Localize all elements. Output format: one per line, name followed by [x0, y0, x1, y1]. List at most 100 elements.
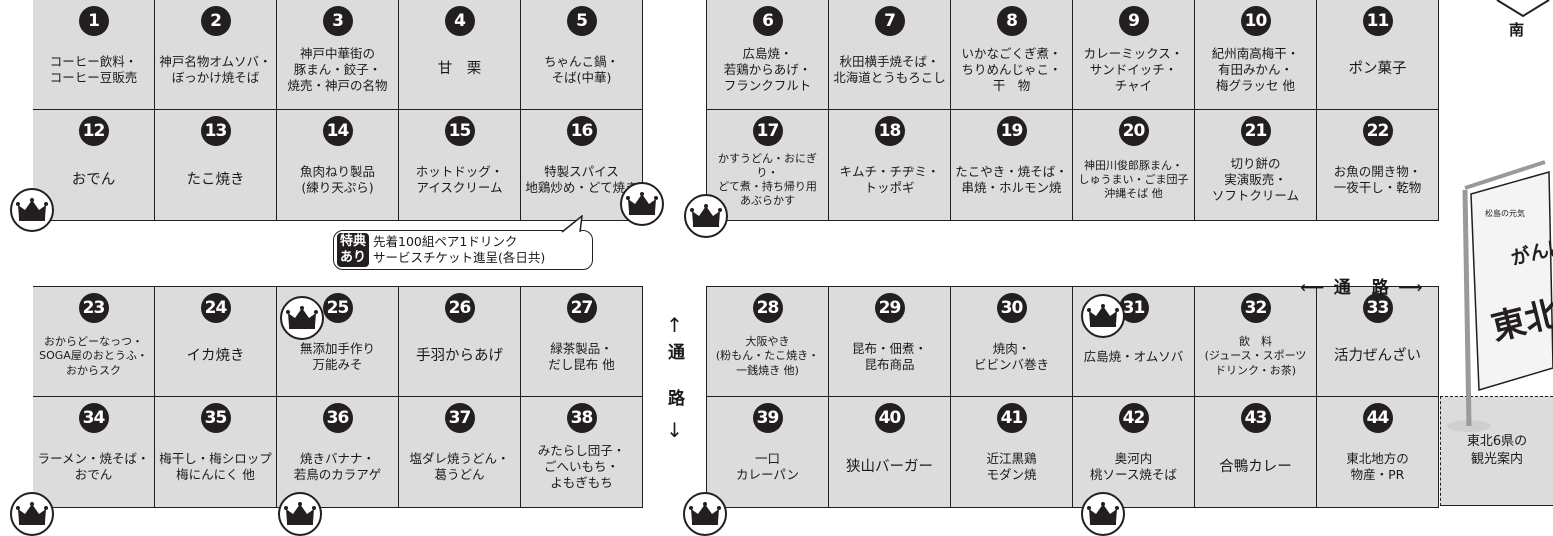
crown-icon	[280, 296, 324, 340]
booth-number-badge: 23	[78, 293, 109, 323]
booth-number-badge: 42	[1118, 403, 1149, 433]
booth-label: 大阪やき (粉もん・たこ焼き・ 一銭焼き 他)	[715, 335, 820, 377]
booth-number-badge: 36	[322, 403, 353, 433]
aisle-vertical-label: 通 路	[664, 343, 684, 412]
booth-number-badge: 18	[874, 116, 905, 146]
booth-label: ラーメン・焼そば・ おでん	[37, 451, 150, 482]
tourism-info-booth: 東北6県の 観光案内	[1440, 396, 1553, 506]
booth-number-badge: 14	[322, 116, 353, 146]
booth-number-badge: 17	[752, 116, 783, 146]
booth-number-badge: 32	[1240, 293, 1271, 323]
booth-label: たこやき・焼そば・ 串焼・ホルモン焼	[955, 164, 1068, 195]
booth-number-badge: 34	[78, 403, 109, 433]
booth-label: 魚肉ねり製品 (練り天ぷら)	[299, 164, 375, 195]
south-arrow-icon	[1496, 0, 1550, 18]
aisle-horizontal: ⟵ 通 路 ⟶	[1300, 278, 1425, 298]
booth-number-badge: 41	[996, 403, 1027, 433]
crown-icon	[1081, 294, 1125, 338]
booth-20: 20 神田川俊郎豚まん・ しゅうまい・ごま団子 沖縄そば 他	[1073, 110, 1194, 220]
crown-icon	[278, 492, 322, 536]
crown-icon	[1081, 492, 1125, 536]
booth-label: イカ焼き	[186, 348, 245, 365]
booth-34: 34 ラーメン・焼そば・ おでん	[33, 397, 154, 507]
crown-icon	[620, 182, 664, 226]
booth-number-badge: 33	[1362, 293, 1393, 323]
booth-number-badge: 7	[874, 6, 905, 36]
compass-label: 南	[1509, 21, 1525, 39]
booth-8: 8 いかなごくぎ煮・ ちりめんじゃこ・ 干 物	[951, 0, 1072, 109]
booth-17: 17 かすうどん・おにぎり・ どて煮・持ち帰り用 あぶらかす	[707, 110, 828, 220]
booth-number-badge: 28	[752, 293, 783, 323]
booth-11: 11 ポン菓子	[1317, 0, 1438, 109]
booth-label: ポン菓子	[1348, 61, 1407, 78]
booth-label: 紀州南高梅干・ 有田みかん・ 梅グラッセ 他	[1211, 45, 1300, 93]
booth-label: 神田川俊郎豚まん・ しゅうまい・ごま団子 沖縄そば 他	[1078, 158, 1189, 201]
booth-number-badge: 43	[1240, 403, 1271, 433]
booth-number-badge: 27	[566, 293, 597, 323]
booth-number-badge: 37	[444, 403, 475, 433]
bonus-badge: 特典 あり	[337, 233, 370, 267]
booth-number-badge: 20	[1118, 116, 1149, 146]
booth-label: コーヒー飲料・ コーヒー豆販売	[49, 53, 138, 85]
booth-number-badge: 35	[200, 403, 231, 433]
booth-3: 3 神戸中華街の 豚まん・餃子・ 焼売・神戸の名物	[277, 0, 398, 109]
booth-10: 10 紀州南高梅干・ 有田みかん・ 梅グラッセ 他	[1195, 0, 1316, 109]
booth-label: いかなごくぎ煮・ ちりめんじゃこ・ 干 物	[961, 45, 1062, 93]
booth-number-badge: 2	[200, 6, 231, 36]
booth-label: 飲 料 (ジュース・スポーツ ドリンク・お茶)	[1204, 335, 1307, 377]
booth-label: 緑茶製品・ だし昆布 他	[548, 340, 615, 372]
booth-label: 奥河内 桃ソース焼そば	[1090, 451, 1177, 482]
booth-label: 広島焼・オムソバ	[1083, 348, 1184, 364]
booth-label: 一口 カレーパン	[735, 451, 799, 482]
booth-label: 甘 栗	[437, 61, 482, 78]
booth-number-badge: 10	[1240, 6, 1271, 36]
booth-18: 18 キムチ・チヂミ・ トッポギ	[829, 110, 950, 220]
booth-27: 27 緑茶製品・ だし昆布 他	[521, 287, 642, 396]
bonus-callout: 特典 あり 先着100組ペア1ドリンク サービスチケット進呈(各日共)	[333, 230, 593, 270]
booth-label: かすうどん・おにぎり・ どて煮・持ち帰り用 あぶらかす	[718, 151, 817, 208]
booth-number-badge: 8	[996, 6, 1027, 36]
booth-number-badge: 1	[78, 6, 109, 36]
booth-number-badge: 5	[566, 6, 597, 36]
booth-number-badge: 3	[322, 6, 353, 36]
crown-icon	[10, 492, 54, 536]
booth-number-badge: 11	[1362, 6, 1393, 36]
booth-label: キムチ・チヂミ・ トッポギ	[839, 164, 940, 195]
booth-label: 神戸中華街の 豚まん・餃子・ 焼売・神戸の名物	[287, 45, 388, 93]
booth-label: 昆布・佃煮・ 昆布商品	[851, 340, 927, 372]
callout-pointer	[561, 215, 583, 233]
booth-number-badge: 25	[322, 293, 353, 323]
booth-number-badge: 13	[200, 116, 231, 146]
booth-number-badge: 6	[752, 6, 783, 36]
booth-number-badge: 21	[1240, 116, 1271, 146]
booth-label: 焼肉・ ビビンバ巻き	[973, 340, 1049, 372]
booth-number-badge: 22	[1362, 116, 1393, 146]
booth-label: 手羽からあげ	[416, 348, 503, 365]
booth-label: たこ焼き	[186, 171, 245, 188]
booth-42: 42 奥河内 桃ソース焼そば	[1073, 397, 1194, 507]
